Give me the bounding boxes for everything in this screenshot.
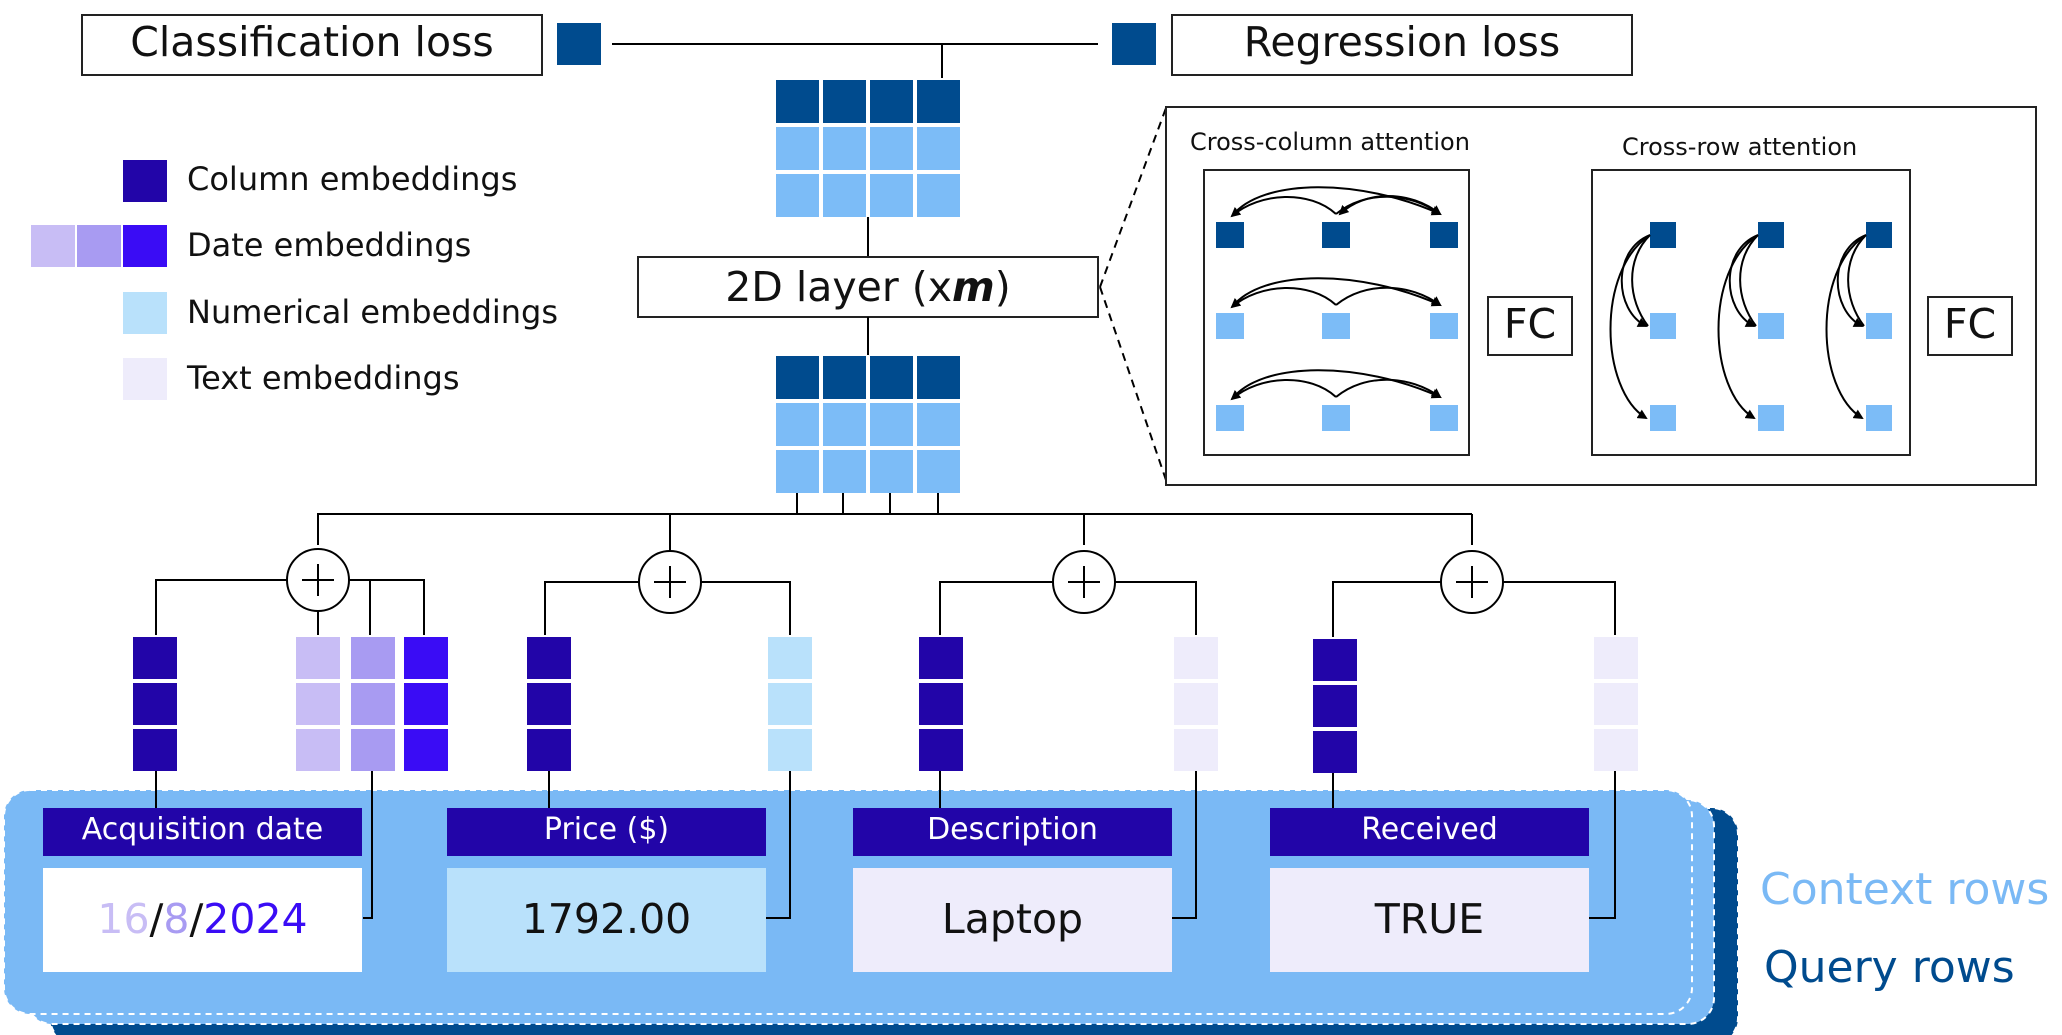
cross-column-title: Cross-column attention [1190, 128, 1470, 156]
embedding-col-recv-column [1313, 639, 1357, 773]
fc-box-left [1487, 296, 1573, 356]
legend-column-label: Column embeddings [187, 160, 518, 198]
plus-node-4 [1440, 550, 1504, 614]
legend-numerical-swatch [123, 292, 167, 334]
zoom-line-top [1099, 107, 1167, 288]
date-day: 16 [97, 895, 150, 943]
2d-layer-box [637, 256, 1099, 318]
cross-row-cells [1650, 222, 1892, 431]
legend-column-swatch [123, 160, 167, 202]
legend-date-swatch-mid [77, 225, 121, 267]
output-embedding-grid [776, 80, 960, 217]
plus-node-2 [638, 550, 702, 614]
plus-node-3 [1052, 550, 1116, 614]
date-year: 2024 [203, 895, 308, 943]
legend-date-swatch-light [31, 225, 75, 267]
embedding-col-desc-column [919, 637, 963, 771]
header-bg-acquisition [43, 808, 362, 856]
embedding-col-acq-column [133, 637, 177, 771]
header-bg-received [1270, 808, 1589, 856]
value-received: TRUE [1374, 895, 1485, 943]
cell-bg-acquisition [43, 868, 362, 972]
plus-connectors [155, 579, 1616, 637]
legend-date-label: Date embeddings [187, 226, 472, 264]
embedding-col-date-dark [404, 637, 448, 771]
legend-date-swatch-dark [123, 225, 167, 267]
input-embedding-grid [776, 356, 960, 493]
query-rows-label: Query rows [1764, 942, 2015, 993]
regression-loss-box [1171, 14, 1633, 76]
value-description: Laptop [941, 895, 1084, 943]
fc-label-right: FC [1943, 300, 1997, 348]
cell-bg-received [1270, 868, 1589, 972]
header-bg-price [447, 808, 766, 856]
2d-layer-suffix: ) [994, 263, 1011, 311]
classification-loss-marker [557, 23, 601, 65]
2d-layer-italic: m [952, 263, 995, 311]
cross-row-box [1591, 169, 1911, 456]
cross-row-title: Cross-row attention [1622, 133, 1858, 161]
cell-bg-price [447, 868, 766, 972]
classification-loss-label: Classification loss [130, 18, 494, 66]
value-acquisition-date: 16/8/2024 [43, 895, 362, 943]
embedding-col-date-light [296, 637, 340, 771]
embedding-col-desc-text [1174, 637, 1218, 771]
header-description: Description [927, 812, 1098, 847]
cell-connectors [155, 771, 1616, 919]
distribution-tree [317, 493, 1473, 558]
plus-node-1 [286, 548, 350, 612]
embedding-col-date-mid [351, 637, 395, 771]
cell-bg-description [853, 868, 1172, 972]
regression-loss-marker [1112, 23, 1156, 65]
cross-column-arrows [1230, 186, 1442, 401]
date-sep-1: / [149, 895, 164, 943]
fc-label-left: FC [1503, 300, 1557, 348]
2d-layer-prefix: 2D layer (x [725, 263, 953, 311]
header-price: Price ($) [543, 812, 670, 847]
classification-loss-box [81, 14, 543, 76]
embedding-col-recv-text [1594, 637, 1638, 771]
date-month: 8 [163, 895, 190, 943]
embedding-col-price-numerical [768, 637, 812, 771]
2d-layer-label: 2D layer (xm) [638, 263, 1098, 311]
header-bg-description [853, 808, 1172, 856]
zoom-line-bottom [1099, 286, 1167, 481]
regression-loss-label: Regression loss [1243, 18, 1561, 66]
value-price: 1792.00 [521, 895, 692, 943]
legend-text-label: Text embeddings [187, 359, 460, 397]
header-acquisition-date: Acquisition date [81, 812, 324, 847]
fc-box-right [1927, 296, 2013, 356]
date-sep-2: / [189, 895, 204, 943]
header-received: Received [1361, 812, 1498, 847]
cross-column-cells [1216, 222, 1458, 431]
embedding-col-price-column [527, 637, 571, 771]
legend-text-swatch [123, 358, 167, 400]
context-rows-label: Context rows [1760, 864, 2050, 915]
legend-numerical-label: Numerical embeddings [187, 293, 559, 331]
cross-row-arrows [1609, 234, 1867, 420]
